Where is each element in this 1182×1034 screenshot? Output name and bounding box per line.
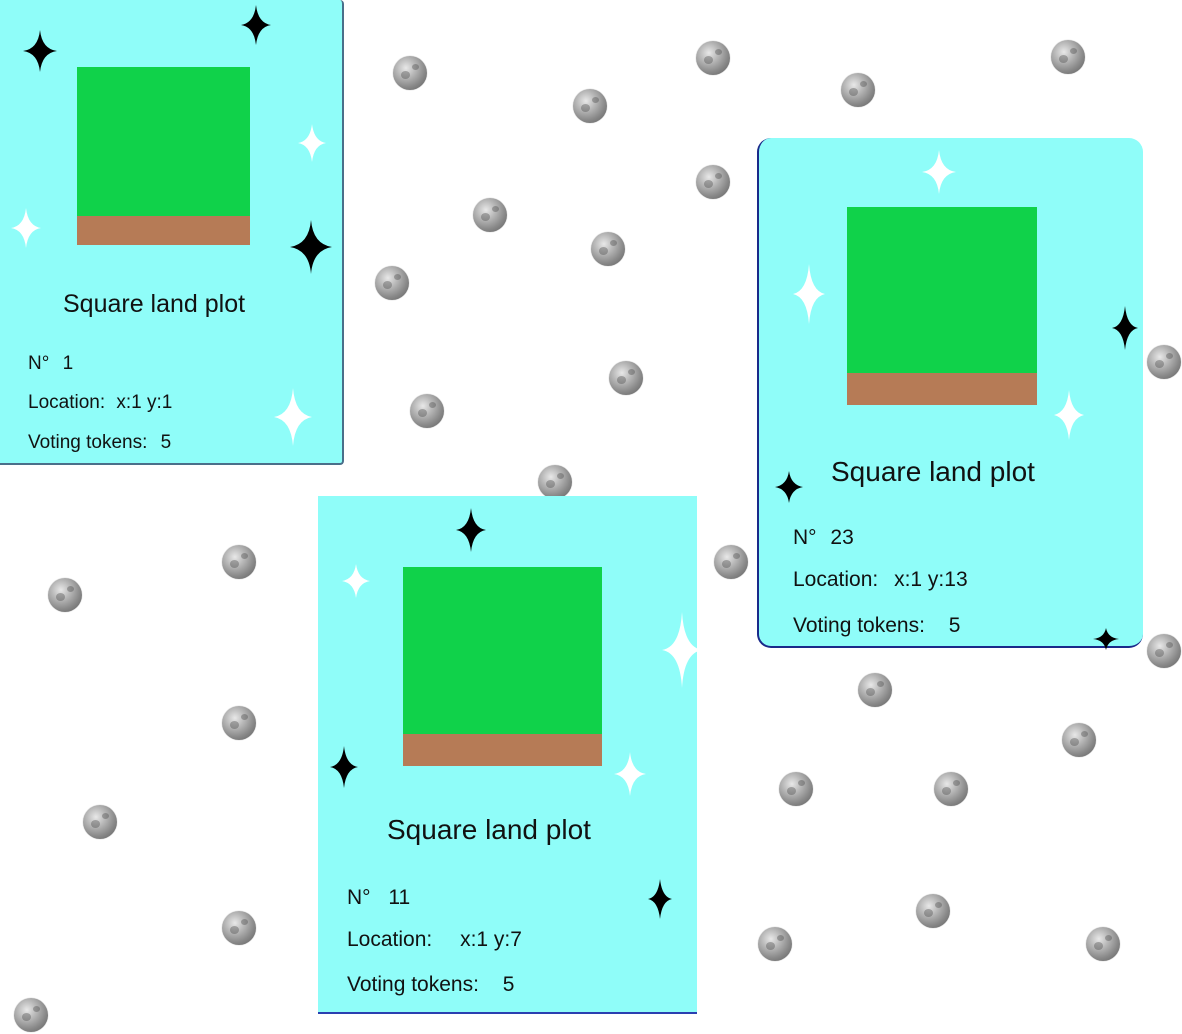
number-label: N°: [793, 526, 817, 549]
moon-icon: [916, 894, 950, 928]
location-value: x:1 y:7: [460, 928, 522, 951]
voting-tokens-label: Voting tokens:: [28, 432, 148, 453]
white-sparkle-icon: [342, 564, 370, 598]
white-sparkle-icon: [11, 208, 41, 248]
voting-tokens-value: 5: [502, 973, 515, 996]
location-label: Location:: [347, 928, 433, 951]
black-sparkle-icon: [241, 5, 271, 45]
white-sparkle-icon: [614, 752, 646, 796]
moon-icon: [222, 911, 256, 945]
moon-icon: [538, 465, 572, 499]
number-value: 11: [388, 886, 411, 909]
number-label: N°: [28, 353, 50, 374]
moon-icon: [473, 198, 507, 232]
moon-icon: [375, 266, 409, 300]
moon-icon: [858, 673, 892, 707]
moon-icon: [410, 394, 444, 428]
card-title: Square land plot: [831, 456, 1035, 487]
moon-icon: [14, 998, 48, 1032]
black-sparkle-icon: [456, 508, 486, 552]
moon-icon: [573, 89, 607, 123]
moon-icon: [222, 706, 256, 740]
moon-icon: [696, 41, 730, 75]
moon-icon: [1086, 927, 1120, 961]
moon-icon: [1062, 723, 1096, 757]
black-sparkle-icon: [648, 879, 672, 919]
plot-number: N° 23: [793, 526, 854, 550]
location-label: Location:: [28, 392, 106, 413]
white-sparkle-icon: [793, 264, 825, 324]
black-sparkle-icon: [1112, 306, 1138, 350]
number-value: 1: [62, 353, 74, 374]
voting-tokens-label: Voting tokens:: [347, 973, 479, 996]
land-plot-card-1[interactable]: Square land plot N° 1 Location: x:1 y:1 …: [0, 0, 344, 465]
number-value: 23: [830, 526, 854, 549]
land-plot-card-23[interactable]: Square land plot N° 23 Location: x:1 y:1…: [757, 138, 1143, 650]
location-value: x:1 y:13: [894, 568, 968, 591]
moon-icon: [779, 772, 813, 806]
black-sparkle-icon: [330, 746, 358, 788]
moon-icon: [48, 578, 82, 612]
land-plot-image: [847, 207, 1037, 405]
location-label: Location:: [793, 568, 879, 591]
land-plot-card-11[interactable]: Square land plot N° 11 Location: x:1 y:7…: [318, 496, 702, 1014]
plot-number: N° 1: [28, 353, 73, 375]
plot-voting-tokens: Voting tokens: 5: [28, 432, 171, 454]
moon-icon: [1147, 634, 1181, 668]
plot-voting-tokens: Voting tokens: 5: [793, 614, 960, 638]
moon-icon: [1147, 345, 1181, 379]
plot-voting-tokens: Voting tokens: 5: [347, 973, 514, 997]
moon-icon: [591, 232, 625, 266]
card-title: Square land plot: [387, 814, 591, 845]
white-sparkle-icon: [662, 612, 702, 688]
black-sparkle-icon: [1093, 628, 1119, 650]
white-sparkle-icon: [922, 150, 956, 194]
plot-number: N° 11: [347, 886, 410, 910]
moon-icon: [714, 545, 748, 579]
moon-icon: [609, 361, 643, 395]
white-sparkle-icon: [298, 124, 326, 162]
voting-tokens-value: 5: [948, 614, 961, 637]
plot-location: Location: x:1 y:1: [28, 392, 172, 414]
black-sparkle-icon: [775, 471, 803, 503]
voting-tokens-label: Voting tokens:: [793, 614, 925, 637]
white-sparkle-icon: [1054, 390, 1084, 440]
moon-icon: [841, 73, 875, 107]
location-value: x:1 y:1: [116, 392, 173, 413]
plot-location: Location: x:1 y:7: [347, 928, 522, 952]
moon-icon: [934, 772, 968, 806]
card-title: Square land plot: [63, 290, 246, 318]
land-plot-image: [77, 67, 250, 245]
voting-tokens-value: 5: [160, 432, 172, 453]
moon-icon: [696, 165, 730, 199]
moon-icon: [393, 56, 427, 90]
moon-icon: [222, 545, 256, 579]
number-label: N°: [347, 886, 371, 909]
moon-icon: [758, 927, 792, 961]
plot-location: Location: x:1 y:13: [793, 568, 968, 592]
black-sparkle-icon: [23, 30, 57, 72]
moon-icon: [1051, 40, 1085, 74]
black-sparkle-icon: [290, 220, 332, 274]
white-sparkle-icon: [274, 388, 312, 446]
land-plot-image: [403, 567, 602, 766]
moon-icon: [83, 805, 117, 839]
